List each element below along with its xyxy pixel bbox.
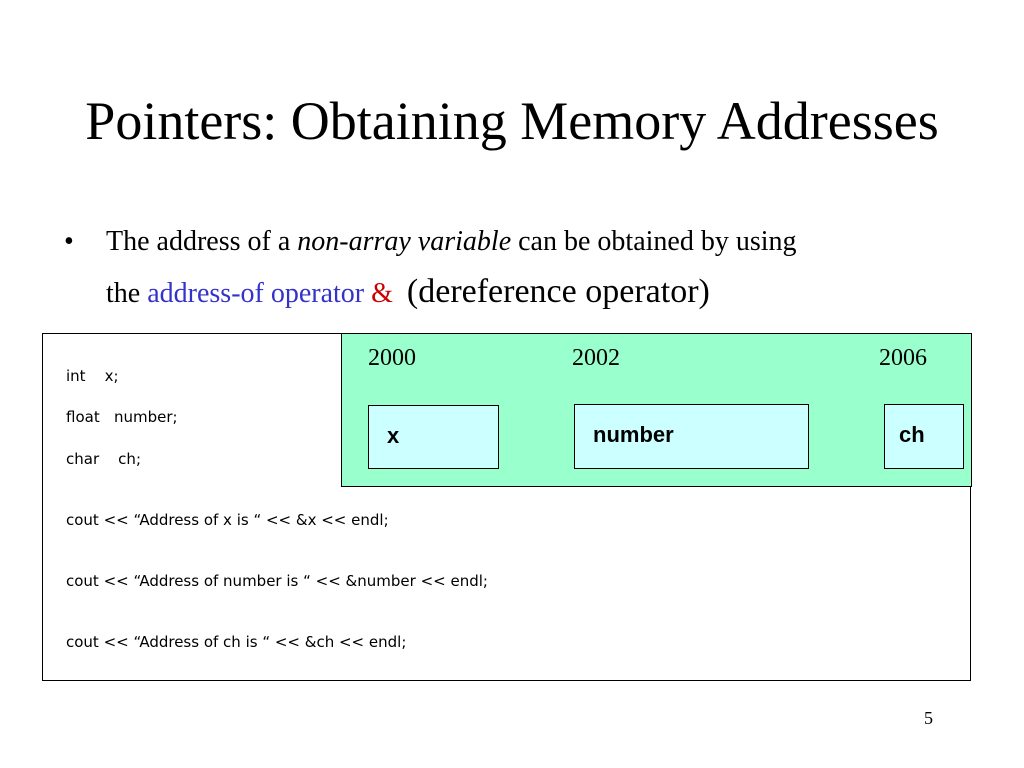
code-stmt-number: cout << “Address of number is “ << &numb…	[66, 572, 488, 590]
bullet-text-4: the	[106, 278, 148, 309]
memory-cell-x: x	[368, 405, 499, 469]
address-label: 2000	[368, 345, 416, 371]
bullet-text-paren: (dereference operator)	[406, 273, 710, 310]
code-decl-char: char ch;	[66, 450, 141, 468]
code-stmt-x: cout << “Address of x is “ << &x << endl…	[66, 511, 389, 529]
address-label: 2002	[572, 345, 620, 371]
bullet-text-blue: address-of operator	[147, 278, 365, 309]
bullet-text-1: The address of a	[106, 226, 298, 257]
memory-cell-number: number	[574, 404, 809, 469]
page-number: 5	[924, 708, 933, 728]
bullet-line-1: The address of a non-array variable can …	[106, 224, 797, 260]
code-stmt-ch: cout << “Address of ch is “ << &ch << en…	[66, 633, 407, 651]
code-decl-int: int x;	[66, 367, 119, 385]
bullet-marker: •	[64, 226, 74, 257]
bullet-text-red: &	[371, 278, 393, 309]
slide-title: Pointers: Obtaining Memory Addresses	[85, 91, 939, 151]
bullet-text-3: can be obtained by using	[511, 226, 797, 257]
memory-cell-ch: ch	[884, 404, 964, 469]
address-label: 2006	[879, 345, 927, 371]
code-decl-float: float number;	[66, 408, 178, 426]
bullet-text-italic: non-array variable	[297, 226, 512, 257]
bullet-line-2: the address-of operator & (dereference o…	[106, 272, 710, 314]
